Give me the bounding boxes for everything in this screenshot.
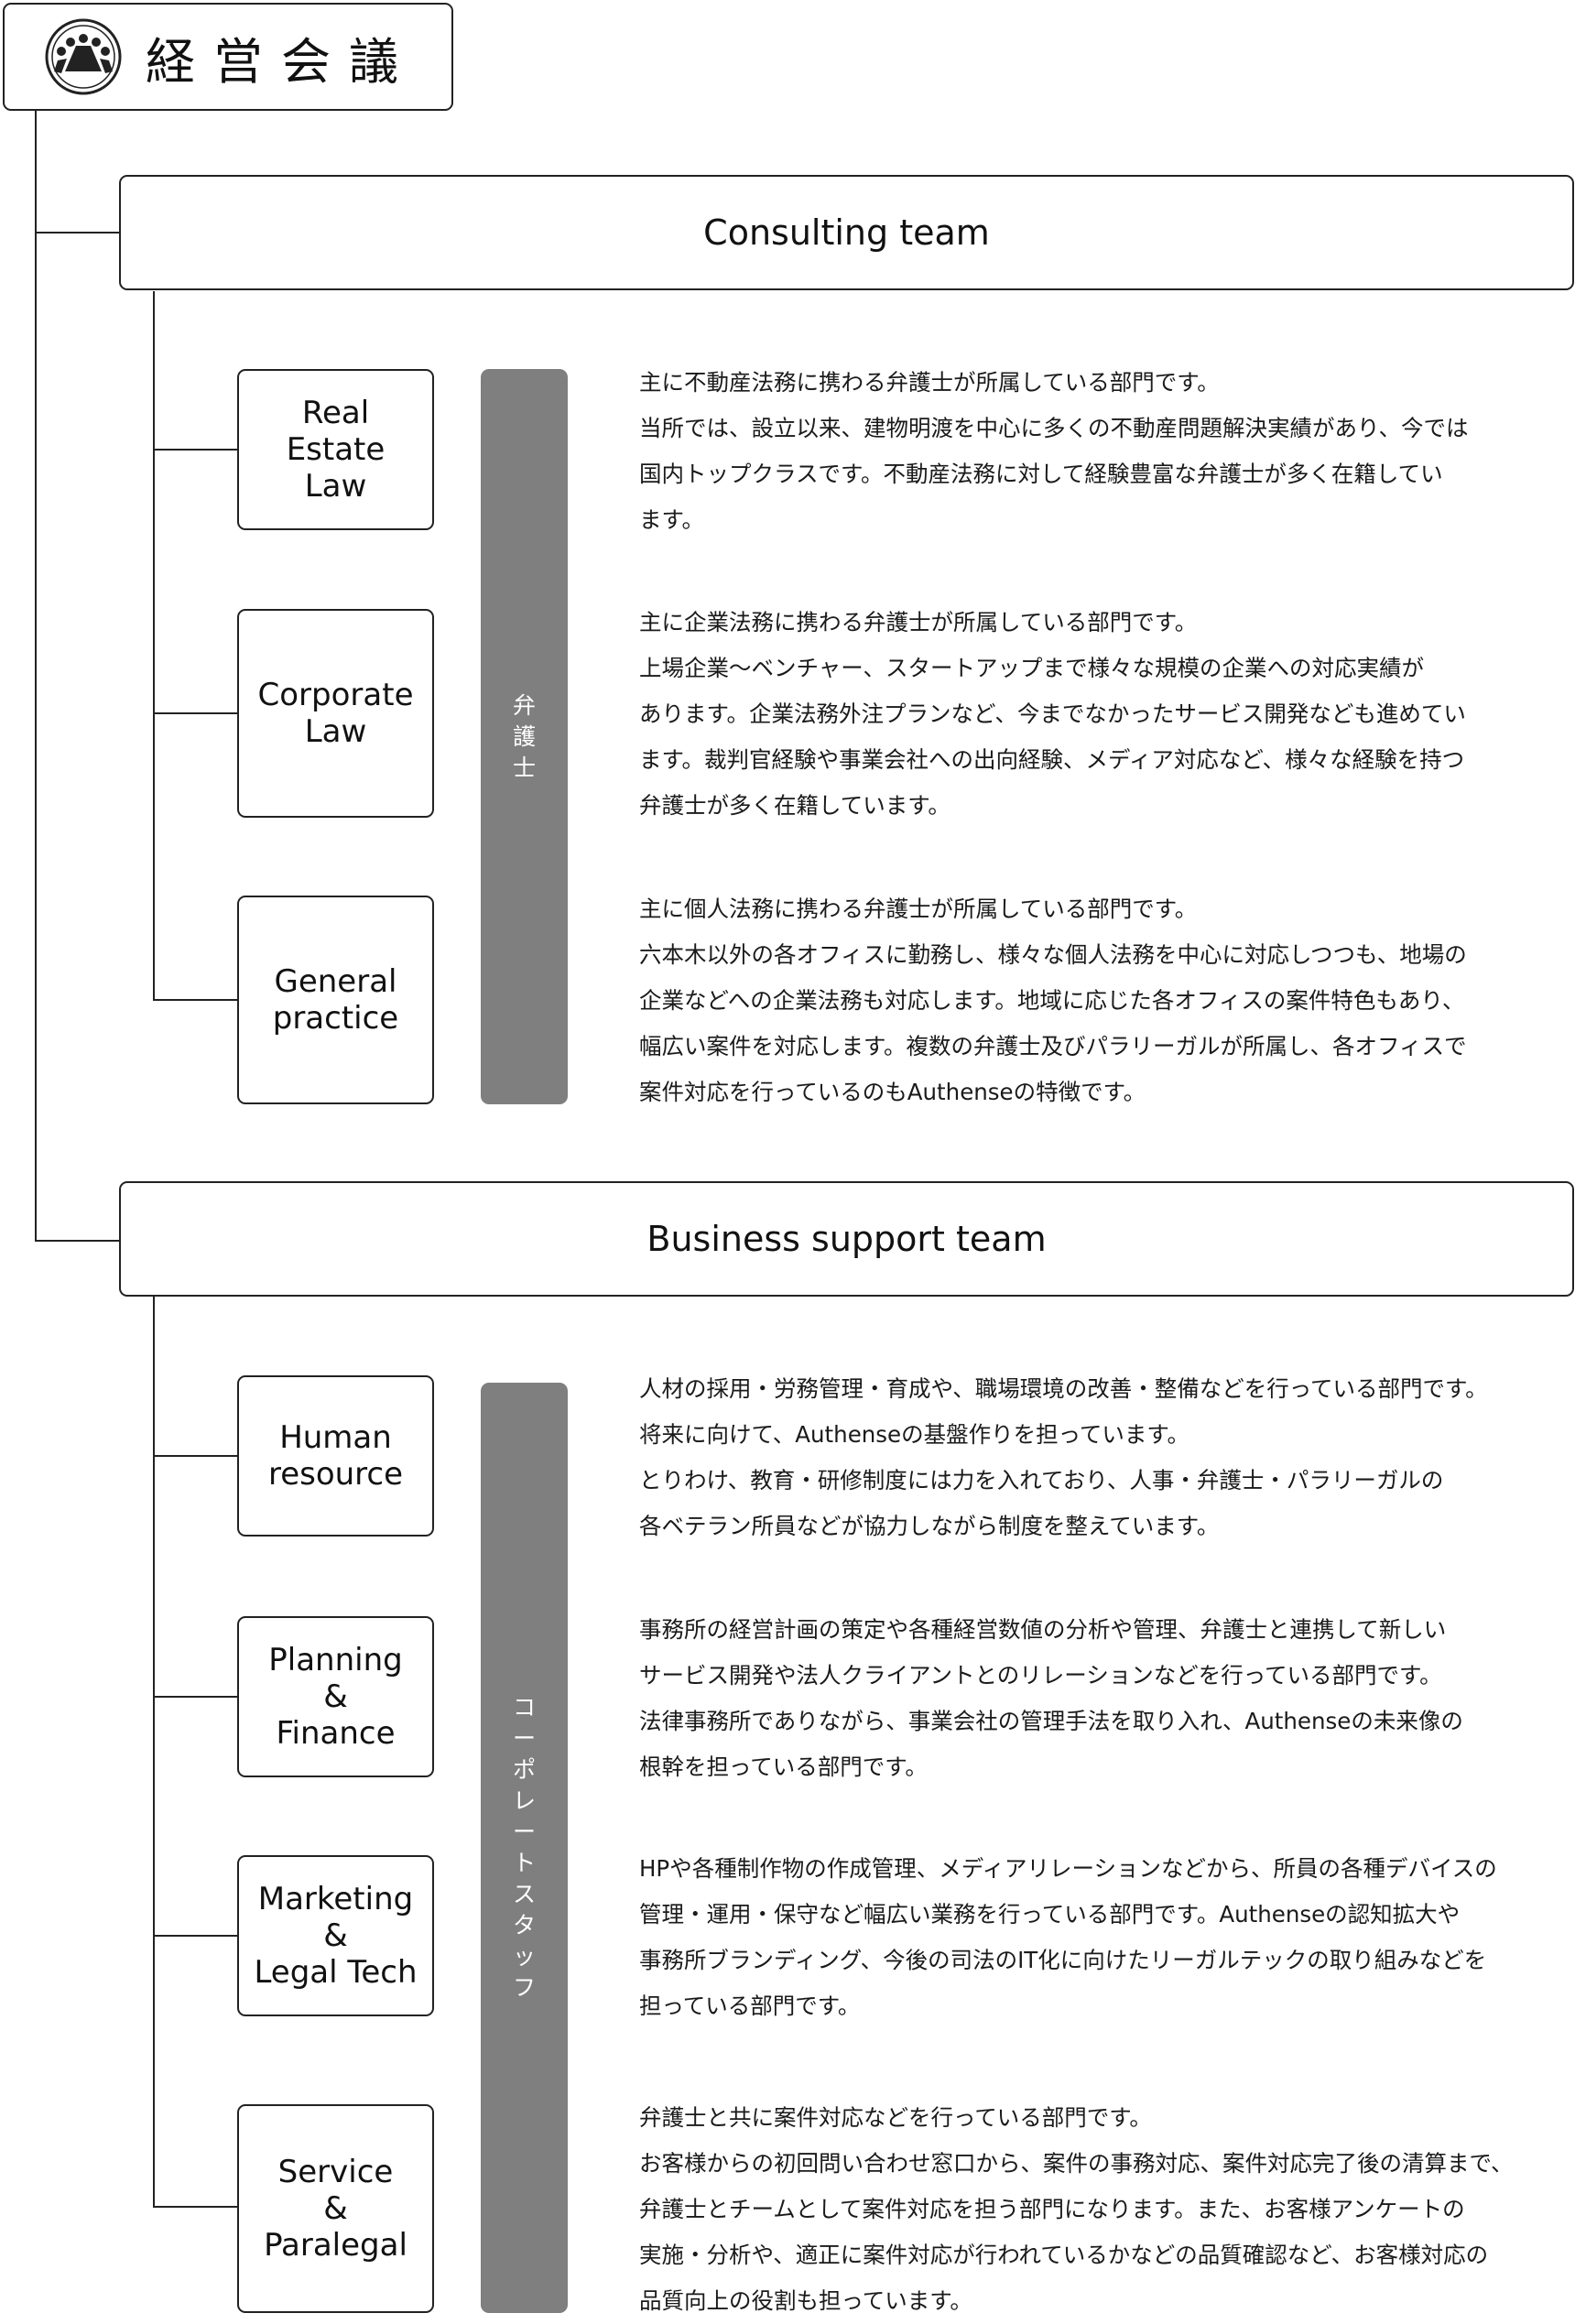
desc-line: お客様からの初回問い合わせ窓口から、案件の事務対応、案件対応完了後の清算まで、 [639,2150,1514,2177]
branch-planning-finance [153,1696,237,1698]
team-title: Business support team [646,1219,1047,1259]
management-meeting-box: 経営会議 [3,3,453,111]
desc-line: あります。企業法務外注プランなど、今までなかったサービス開発なども進めてい [639,700,1466,727]
desc-line: 管理・運用・保守など幅広い業務を行っている部門です。Authenseの認知拡大や [639,1901,1461,1928]
desc-line: 当所では、設立以来、建物明渡を中心に多くの不動産問題解決実績があり、今では [639,415,1469,441]
dept-real-estate-law: Real Estate Law [237,369,434,530]
dept-label: Planning & Finance [268,1642,403,1752]
desc-line: 上場企業～ベンチャー、スタートアップまで様々な規模の企業への対応実績が [639,655,1425,681]
bar-label-char: ス [512,1881,536,1907]
dept-label: Real Estate Law [286,395,386,505]
page-title: 経営会議 [146,32,417,91]
desc-real-estate-law: 主に不動産法務に携わる弁護士が所属している部門です。 当所では、設立以来、建物明… [639,360,1575,543]
branch-service-paralegal [153,2206,237,2208]
dept-label: Service & Paralegal [264,2154,407,2264]
bar-label-char: 士 [512,754,536,781]
desc-line: 弁護士が多く在籍しています。 [639,792,950,819]
bar-label-char: タ [512,1912,536,1938]
desc-line: 主に企業法務に携わる弁護士が所属している部門です。 [639,609,1198,635]
desc-line: 六本木以外の各オフィスに勤務し、様々な個人法務を中心に対応しつつも、地場の [639,941,1467,968]
dept-label: Corporate Law [257,677,414,750]
main-trunk-line [35,110,37,1241]
desc-line: 弁護士とチームとして案件対応を担う部門になります。また、お客様アンケートの [639,2196,1465,2222]
branch-real-estate-law [153,449,237,451]
bar-label-char: ー [512,1819,536,1845]
bar-label-char: ト [512,1850,536,1876]
desc-service-paralegal: 弁護士と共に案件対応などを行っている部門です。 お客様からの初回問い合わせ窓口か… [639,2095,1575,2324]
desc-marketing-legal-tech: HPや各種制作物の作成管理、メディアリレーションなどから、所員の各種デバイスの … [639,1846,1575,2029]
desc-line: サービス開発や法人クライアントとのリレーションなどを行っている部門です。 [639,1662,1442,1689]
desc-line: HPや各種制作物の作成管理、メディアリレーションなどから、所員の各種デバイスの [639,1855,1497,1882]
dept-planning-finance: Planning & Finance [237,1616,434,1777]
consulting-trunk-line [153,291,155,1001]
dept-human-resource: Human resource [237,1375,434,1537]
team-title: Consulting team [703,212,990,253]
desc-line: 国内トップクラスです。不動産法務に対して経験豊富な弁護士が多く在籍してい [639,461,1443,487]
branch-marketing-legal-tech [153,1935,237,1937]
dept-marketing-legal-tech: Marketing & Legal Tech [237,1855,434,2016]
bar-label-char: フ [512,1974,536,2001]
desc-line: 将来に向けて、Authenseの基盤作りを担っています。 [639,1421,1189,1448]
branch-business-support-team [35,1240,119,1242]
desc-line: 弁護士と共に案件対応などを行っている部門です。 [639,2104,1152,2131]
bar-label-vertical: 弁護士 [481,690,568,784]
corporate-staff-bar: コーポレートスタッフ [481,1383,568,2313]
desc-line: 案件対応を行っているのもAuthenseの特徴です。 [639,1079,1146,1105]
dept-label: Human resource [267,1419,404,1493]
desc-line: 品質向上の役割も担っています。 [639,2287,972,2314]
bar-label-char: 弁 [512,691,536,719]
business-support-team-box: Business support team [119,1181,1574,1297]
desc-human-resource: 人材の採用・労務管理・育成や、職場環境の改善・整備などを行っている部門です。 将… [639,1366,1575,1549]
desc-line: 担っている部門です。 [639,1993,861,2019]
bar-label-char: ポ [512,1756,536,1783]
bar-label-char: 護 [512,722,536,750]
branch-general-practice [153,999,237,1001]
desc-line: 主に不動産法務に携わる弁護士が所属している部門です。 [639,369,1220,396]
desc-line: 実施・分析や、適正に案件対応が行われているかなどの品質確認など、お客様対応の [639,2242,1489,2268]
desc-line: 法律事務所でありながら、事業会社の管理手法を取り入れ、Authenseの未来像の [639,1708,1463,1734]
desc-line: 事務所の経営計画の策定や各種経営数値の分析や管理、弁護士と連携して新しい [639,1616,1447,1643]
lawyers-bar: 弁護士 [481,369,568,1104]
business-trunk-line [153,1297,155,2208]
desc-line: とりわけ、教育・研修制度には力を入れており、人事・弁護士・パラリーガルの [639,1467,1444,1493]
desc-line: 主に個人法務に携わる弁護士が所属している部門です。 [639,896,1198,922]
desc-line: 人材の採用・労務管理・育成や、職場環境の改善・整備などを行っている部門です。 [639,1375,1488,1402]
dept-general-practice: General practice [237,896,434,1104]
desc-line: 各ベテラン所員などが協力しながら制度を整えています。 [639,1513,1220,1539]
desc-planning-finance: 事務所の経営計画の策定や各種経営数値の分析や管理、弁護士と連携して新しい サービ… [639,1607,1575,1790]
dept-corporate-law: Corporate Law [237,609,434,818]
bar-label-char: ッ [512,1943,536,1970]
desc-line: ます。裁判官経験や事業会社への出向経験、メディア対応など、様々な経験を持つ [639,746,1465,773]
branch-consulting-team [35,232,119,233]
branch-corporate-law [153,712,237,714]
desc-line: 根幹を担っている部門です。 [639,1754,928,1780]
dept-service-paralegal: Service & Paralegal [237,2104,434,2313]
desc-general-practice: 主に個人法務に携わる弁護士が所属している部門です。 六本木以外の各オフィスに勤務… [639,886,1575,1115]
desc-line: 幅広い案件を対応します。複数の弁護士及びパラリーガルが所属し、各オフィスで [639,1033,1467,1059]
desc-line: 事務所ブランディング、今後の司法のIT化に向けたリーガルテックの取り組みなどを [639,1947,1487,1973]
bar-label-char: コ [512,1694,536,1721]
desc-line: 企業などへの企業法務も対応します。地域に応じた各オフィスの案件特色もあり、 [639,987,1465,1014]
meeting-table-icon [45,18,122,95]
dept-label: Marketing & Legal Tech [254,1881,418,1991]
desc-line: ます。 [639,506,705,533]
desc-corporate-law: 主に企業法務に携わる弁護士が所属している部門です。 上場企業～ベンチャー、スター… [639,600,1575,829]
bar-label-char: レ [512,1787,536,1814]
branch-human-resource [153,1455,237,1457]
dept-label: General practice [272,963,399,1037]
consulting-team-box: Consulting team [119,175,1574,290]
bar-label-vertical: コーポレートスタッフ [481,1692,568,2004]
bar-label-char: ー [512,1725,536,1752]
